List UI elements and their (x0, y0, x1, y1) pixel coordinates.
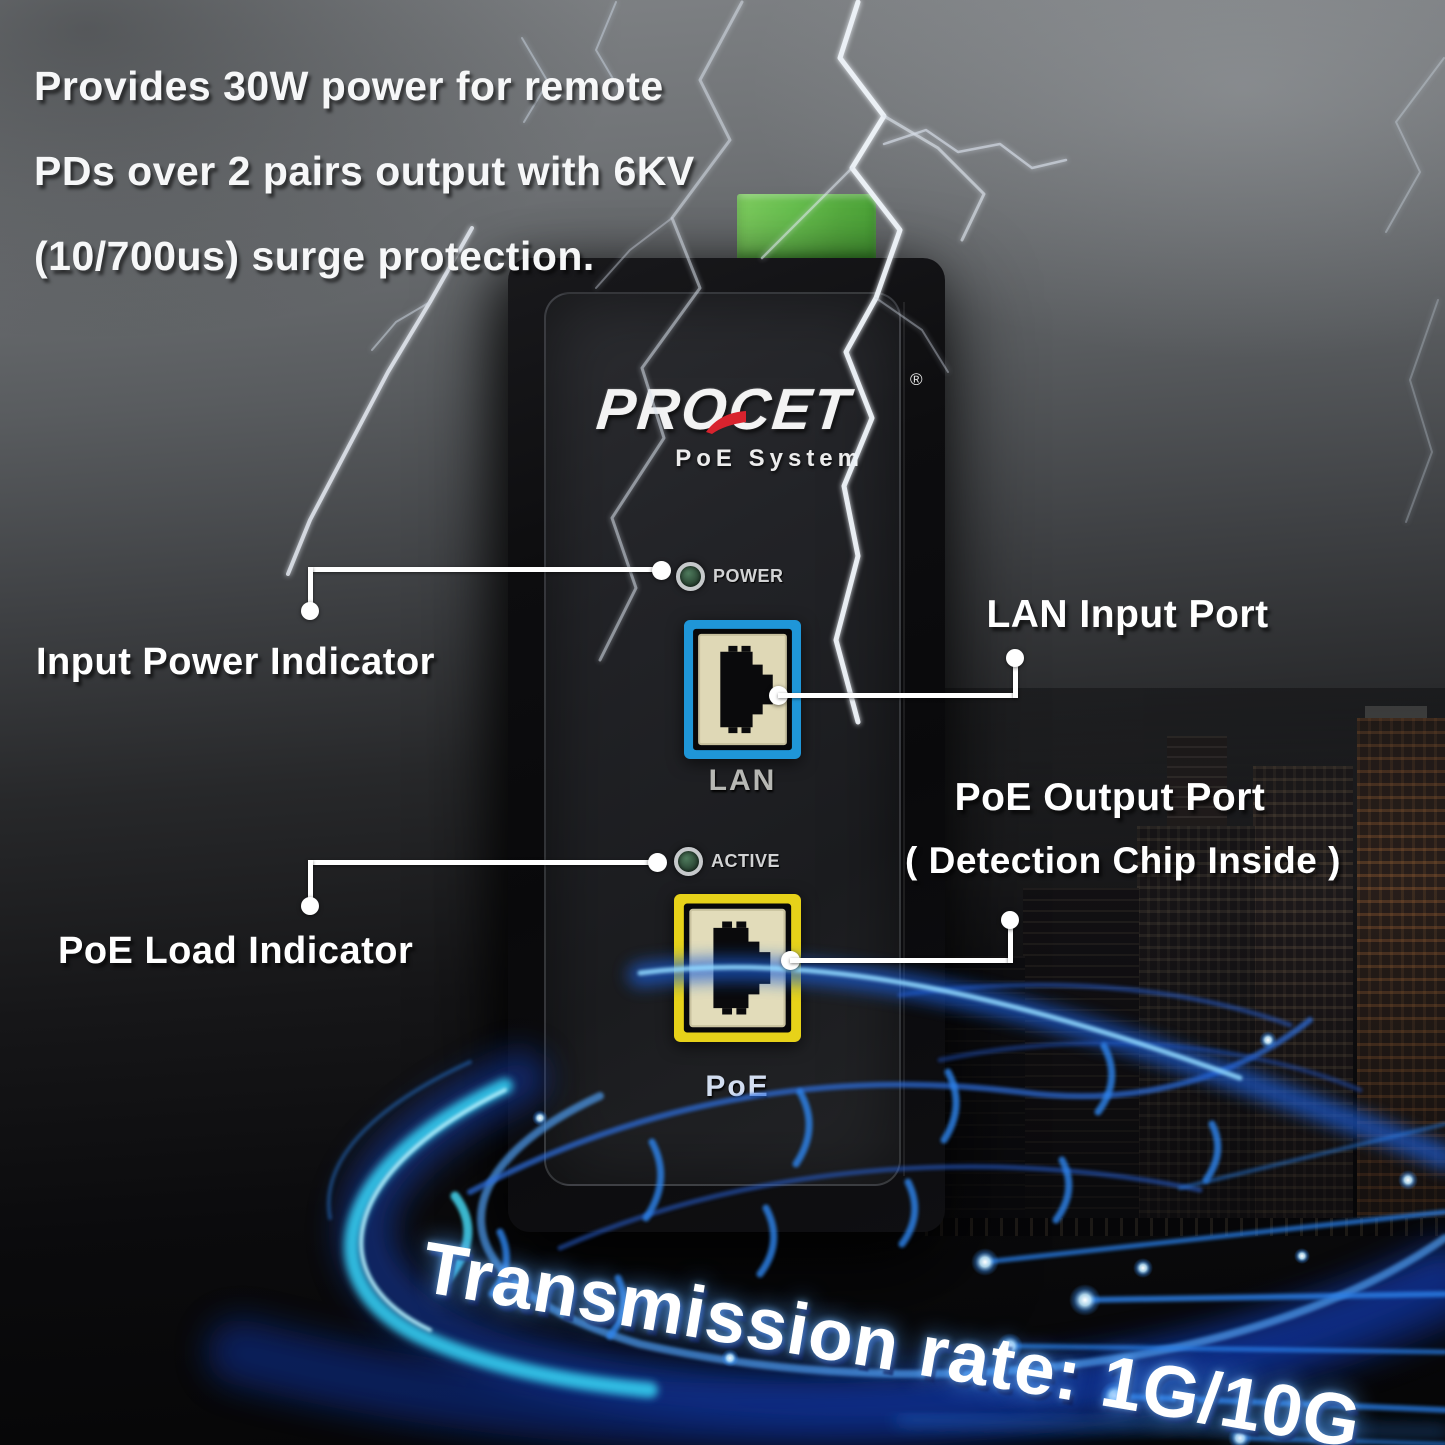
building (1253, 766, 1353, 1218)
lightning-branch-icon (882, 114, 986, 242)
callout-line (310, 860, 657, 865)
poe-injector-device: PROCET ® PoE System POWER LAN ACTIVE (508, 258, 945, 1232)
lightning-branch-icon (371, 301, 431, 351)
callout-line (308, 860, 313, 902)
lightning-branch-icon (760, 166, 854, 260)
rj45-jack-icon (720, 645, 773, 734)
callout-line (310, 567, 660, 572)
callout-line (1013, 660, 1018, 698)
device-edge-highlight (903, 302, 905, 1176)
active-led-icon (674, 847, 703, 876)
lightning-branch-icon (875, 297, 949, 373)
lightning-bolt-icon (598, 0, 744, 662)
cyan-hook (440, 1191, 473, 1287)
callout-line (778, 693, 1017, 698)
lightning-tendril-icon (1385, 57, 1445, 233)
brand-logo: PROCET ® PoE System (568, 370, 923, 473)
feature-note: Provides 30W power for remote PDs over 2… (34, 44, 695, 299)
callout-line (1008, 922, 1013, 963)
callout-dot (648, 853, 667, 872)
feature-note-line: PDs over 2 pairs output with 6KV (34, 148, 695, 194)
input-power-indicator-label: Input Power Indicator (36, 641, 435, 683)
data-beam (628, 957, 1445, 1170)
lightning-tendril-icon (882, 128, 1068, 170)
power-led-row: POWER (676, 562, 784, 591)
feature-note-line: Provides 30W power for remote (34, 63, 664, 109)
data-beam-core (637, 964, 1243, 1081)
poe-output-port-sublabel: ( Detection Chip Inside ) (905, 840, 1341, 881)
building (1357, 718, 1445, 1218)
lightning-branch-icon (595, 217, 673, 289)
poe-load-indicator-label: PoE Load Indicator (58, 930, 414, 972)
lightning-bolt-icon (286, 226, 474, 576)
brand-subtitle: PoE System (675, 445, 864, 472)
lightning-bolt-icon (833, 0, 903, 725)
poe-output-port-label: PoE Output Port (954, 776, 1266, 819)
power-led-label: POWER (713, 566, 784, 586)
active-led-label: ACTIVE (711, 851, 781, 871)
brand-red-accent-icon (706, 411, 746, 434)
speed-streaks (895, 1122, 1445, 1445)
active-led-row: ACTIVE (674, 847, 780, 876)
swoosh-cyan-core (359, 1088, 507, 1332)
callout-line (308, 567, 313, 607)
glow-dots (532, 1031, 1418, 1445)
swoosh-arc (326, 1060, 472, 1220)
lightning-tendril-icon (521, 37, 549, 123)
swoosh-cyan-edge (344, 1078, 658, 1398)
callout-dot (1001, 911, 1019, 929)
callout-dot (652, 561, 671, 580)
lan-input-port-label: LAN Input Port (986, 593, 1269, 636)
building (1023, 888, 1139, 1218)
lan-port-label: LAN (708, 764, 777, 797)
power-led-icon (676, 562, 705, 591)
lightning-tendril-icon (595, 1, 623, 95)
registered-trademark-icon: ® (910, 370, 923, 389)
comet-ticks (488, 1042, 1222, 1340)
callout-dot (301, 602, 319, 620)
feature-note-line: (10/700us) surge protection. (34, 233, 595, 279)
swoosh-inner-line (477, 1092, 1445, 1378)
callout-dot (301, 897, 319, 915)
din-terminal-block (737, 194, 876, 262)
lan-port (684, 620, 801, 759)
lightning-tendril-icon (1405, 299, 1439, 523)
callout-line (790, 958, 1012, 963)
callout-dot (1006, 649, 1024, 667)
building (1137, 826, 1255, 1218)
